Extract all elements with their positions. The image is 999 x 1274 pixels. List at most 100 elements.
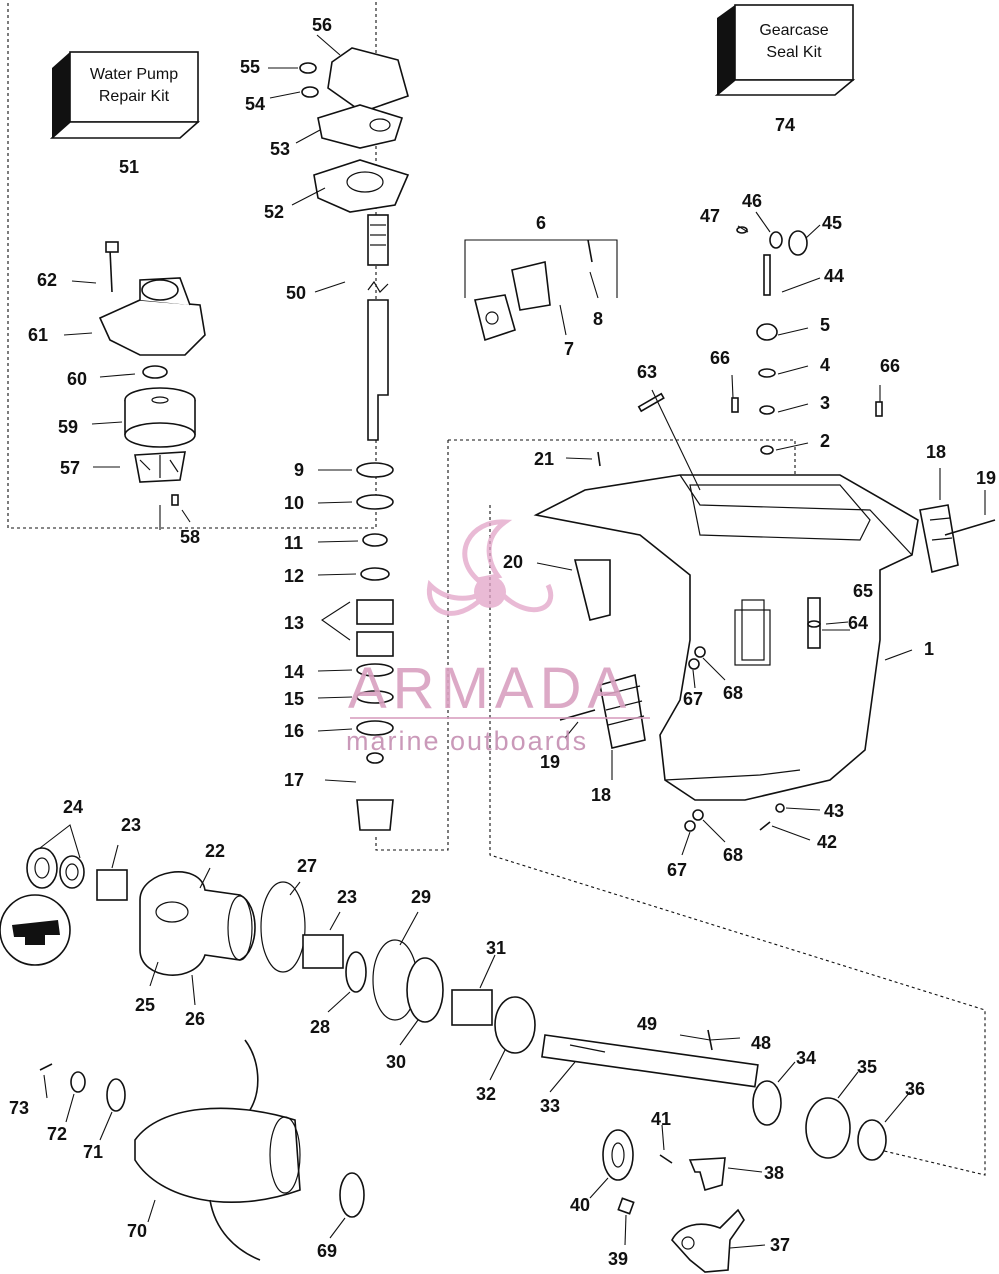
thrust-washer-part-30 (406, 957, 444, 1023)
gear-part-32 (494, 996, 536, 1054)
callout-51: 51 (119, 157, 140, 177)
seal-part-55 (299, 62, 317, 74)
callout-18-upper: 18 (926, 442, 947, 462)
callout-28: 28 (310, 1017, 331, 1037)
kit-label-line1: Water Pump (89, 66, 179, 83)
callout-66-right: 66 (880, 356, 901, 376)
propeller-part-70 (134, 1039, 301, 1261)
plate-part-53 (317, 104, 404, 149)
oring-part-60 (142, 365, 168, 379)
callout-65: 65 (853, 581, 874, 601)
callout-26: 26 (185, 1009, 206, 1029)
callout-48: 48 (751, 1033, 772, 1053)
anode-plate (474, 294, 516, 342)
callout-68-upper: 68 (723, 683, 744, 703)
part-2 (760, 445, 774, 455)
callout-47: 47 (700, 206, 721, 226)
callout-8: 8 (593, 309, 604, 329)
callout-59: 59 (58, 417, 79, 437)
callout-39: 39 (608, 1249, 629, 1269)
callout-12: 12 (284, 566, 305, 586)
propshaft-group-boundary (489, 505, 986, 1176)
bearing-part-23b (302, 934, 344, 969)
bearing-part-31 (451, 989, 493, 1026)
kit-label-line1: Gearcase (759, 22, 829, 39)
callout-60: 60 (67, 369, 88, 389)
propeller-shaft-part-33 (541, 1034, 759, 1088)
washer-part-65 (807, 620, 821, 628)
washer-part-43 (775, 803, 785, 813)
gear-part-35 (805, 1097, 851, 1159)
callout-9: 9 (294, 460, 305, 480)
callout-43: 43 (824, 801, 845, 821)
callout-66-left: 66 (710, 348, 731, 368)
callout-23-right: 23 (337, 887, 358, 907)
pin-part-66a (731, 397, 739, 413)
watermark-brand: ARMADA (348, 656, 633, 721)
callout-61: 61 (28, 325, 49, 345)
callout-36: 36 (905, 1079, 926, 1099)
callout-1: 1 (924, 639, 935, 659)
callout-32: 32 (476, 1084, 497, 1104)
callout-72: 72 (47, 1124, 68, 1144)
seal-tool-icon (0, 894, 71, 966)
gearcase-seal-kit-label: Gearcase Seal Kit (735, 20, 853, 64)
driveshaft-upper-spline (367, 214, 389, 266)
group-bracket-6 (464, 239, 618, 298)
callout-27: 27 (297, 856, 318, 876)
callout-63: 63 (637, 362, 658, 382)
callout-16: 16 (284, 721, 305, 741)
callout-70: 70 (127, 1221, 148, 1241)
callout-13: 13 (284, 613, 305, 633)
callout-34: 34 (796, 1048, 817, 1068)
callout-44: 44 (824, 266, 845, 286)
callout-19-lower: 19 (540, 752, 561, 772)
callout-3: 3 (820, 393, 831, 413)
screw-part-42 (759, 821, 771, 831)
bearing-part-36 (857, 1119, 887, 1161)
callout-23-left: 23 (121, 815, 142, 835)
callout-25: 25 (135, 995, 156, 1015)
callout-14: 14 (284, 662, 305, 682)
driveshaft-group-boundary (375, 440, 449, 851)
callout-15: 15 (284, 689, 305, 709)
callout-35: 35 (857, 1057, 878, 1077)
clip-part-40 (602, 1129, 634, 1181)
callout-10: 10 (284, 493, 305, 513)
callout-30: 30 (386, 1052, 407, 1072)
callout-31: 31 (486, 938, 507, 958)
callout-38: 38 (764, 1163, 785, 1183)
plug-part-67a (688, 658, 700, 670)
callout-29: 29 (411, 887, 432, 907)
callout-67-lower: 67 (667, 860, 688, 880)
callout-4: 4 (820, 355, 831, 375)
plug-part-67b (684, 820, 696, 832)
callout-41: 41 (651, 1109, 672, 1129)
callout-19-upper: 19 (976, 468, 997, 488)
callout-49: 49 (637, 1014, 658, 1034)
callout-73: 73 (9, 1098, 30, 1118)
water-pump-group-boundary (7, 2, 377, 529)
seal-part-68b (692, 809, 704, 821)
callout-46: 46 (742, 191, 763, 211)
pump-cover-part-56 (327, 47, 409, 113)
leader-lines (39, 34, 986, 1249)
bearing-housing-part-22 (139, 871, 256, 976)
callout-17: 17 (284, 770, 305, 790)
callout-37: 37 (770, 1235, 791, 1255)
callout-50: 50 (286, 283, 307, 303)
washer-part-28 (345, 951, 367, 993)
callout-45: 45 (822, 213, 843, 233)
callout-20: 20 (503, 552, 524, 572)
callout-62: 62 (37, 270, 58, 290)
part-5 (756, 323, 778, 341)
callout-22: 22 (205, 841, 226, 861)
trim-tab-part-18 (919, 504, 959, 573)
callout-2: 2 (820, 431, 831, 451)
watermark-tagline: marine outboards (346, 726, 589, 756)
callout-57: 57 (60, 458, 81, 478)
pump-housing-part-61 (98, 277, 206, 356)
callout-53: 53 (270, 139, 291, 159)
impeller-part-57 (134, 451, 186, 483)
